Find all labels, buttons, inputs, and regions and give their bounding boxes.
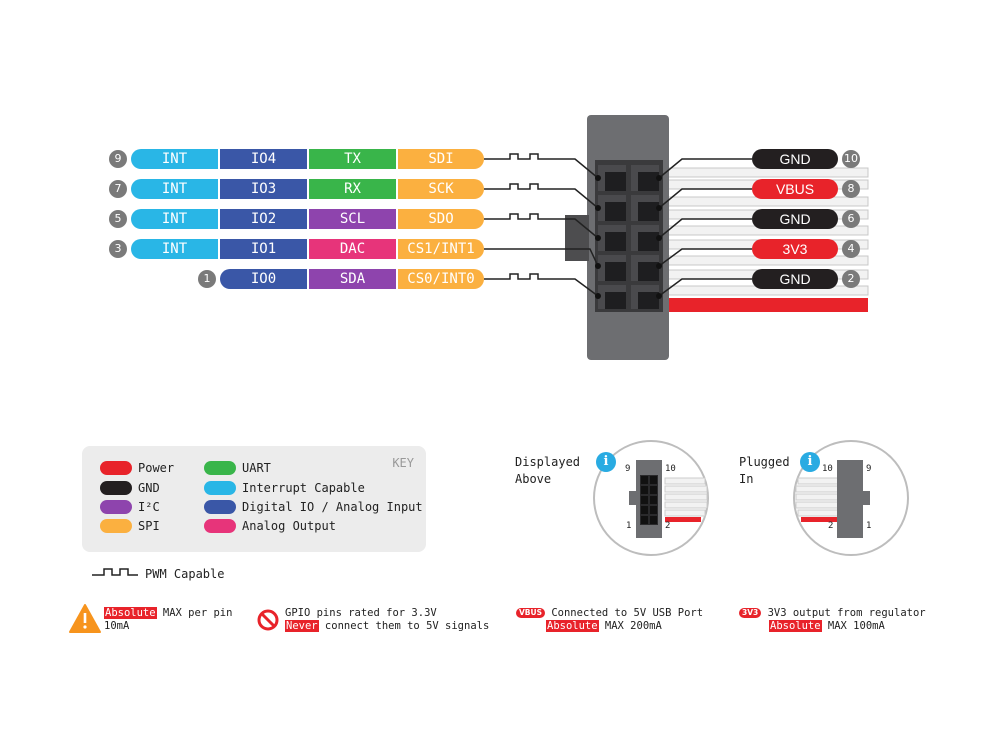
key-label: Analog Output	[242, 519, 336, 533]
key-swatch-power	[100, 461, 132, 475]
absolute-highlight: Absolute	[769, 620, 822, 632]
pin-label-spi: CS0/INT0	[398, 269, 484, 289]
pin-label-gnd: GND	[752, 149, 838, 169]
pin-label-int: INT	[131, 239, 218, 259]
note-text: connect them to 5V signals	[318, 620, 490, 632]
key-swatch-spi	[100, 519, 132, 533]
pin-label-io: IO1	[220, 239, 307, 259]
left-leader-lines	[484, 153, 599, 297]
pin-number-badge: 2	[842, 270, 860, 288]
key-swatch-interrupt	[204, 481, 236, 495]
pin-label-io: IO2	[220, 209, 307, 229]
key-label: Interrupt Capable	[242, 481, 365, 495]
key-label: Digital IO / Analog Input	[242, 500, 423, 514]
key-swatch-i2c	[100, 500, 132, 514]
pin-number-badge: 10	[842, 150, 860, 168]
socket-bevels	[598, 165, 659, 309]
pin-number-badge: 3	[109, 240, 127, 258]
displayed-title-line2: Above	[515, 472, 552, 486]
pin-label-int: INT	[131, 149, 218, 169]
absolute-highlight: Absolute	[546, 620, 599, 632]
note-gpio-voltage: GPIO pins rated for 3.3V Never connect t…	[285, 607, 489, 633]
key-label: Power	[138, 461, 175, 475]
pin-number-badge: 6	[842, 210, 860, 228]
pwm-wave-icon	[92, 568, 138, 576]
pin-label-1: 1	[866, 521, 872, 531]
pin-label-1: 1	[626, 521, 632, 531]
pin-label-dac: DAC	[309, 239, 396, 259]
note-3v3: 3V3 3V3 output from regulator Absolute M…	[739, 607, 926, 633]
connector-key-tab	[565, 215, 589, 261]
pin-number-badge: 8	[842, 180, 860, 198]
key-swatch-digital-io	[204, 500, 236, 514]
pin-label-uart: TX	[309, 149, 396, 169]
pin-label-io: IO0	[220, 269, 307, 289]
pin-label-3v3: 3V3	[752, 239, 838, 259]
never-highlight: Never	[285, 620, 319, 632]
pin-label-gnd: GND	[752, 209, 838, 229]
prohibited-icon	[257, 609, 279, 631]
key-label: GND	[138, 481, 160, 495]
pin-label-2: 2	[828, 521, 834, 531]
pin-label-io: IO4	[220, 149, 307, 169]
absolute-highlight: Absolute	[104, 607, 157, 619]
note-text: MAX 100mA	[821, 620, 885, 632]
note-text: MAX per pin	[156, 607, 233, 619]
pin-label-int: INT	[131, 179, 218, 199]
displayed-title-line1: Displayed	[515, 455, 581, 469]
key-swatch-gnd	[100, 481, 132, 495]
pin-number-badge: 9	[109, 150, 127, 168]
key-label: UART	[242, 461, 271, 475]
note-text: 10mA	[104, 620, 130, 632]
pin-label-spi: CS1/INT1	[398, 239, 484, 259]
pin-label-gnd: GND	[752, 269, 838, 289]
note-text: MAX 200mA	[598, 620, 662, 632]
pin-label-spi: SCK	[398, 179, 484, 199]
pin-label-uart: RX	[309, 179, 396, 199]
key-label: I²C	[138, 500, 160, 514]
pin-label-2: 2	[665, 521, 671, 531]
pin-number-badge: 1	[198, 270, 216, 288]
plugged-in-illustration	[793, 440, 909, 556]
right-leader-lines	[658, 158, 752, 297]
pin-label-spi: SDO	[398, 209, 484, 229]
key-label: SPI	[138, 519, 160, 533]
key-title: KEY	[392, 456, 414, 470]
pin-label-io: IO3	[220, 179, 307, 199]
pwm-label: PWM Capable	[145, 567, 225, 581]
pin-number-badge: 5	[109, 210, 127, 228]
pin-label-vbus: VBUS	[752, 179, 838, 199]
note-text: Connected to 5V USB Port	[545, 607, 704, 619]
pin-label-10: 10	[822, 464, 833, 474]
pin-label-10: 10	[665, 464, 676, 474]
info-icon: i	[800, 452, 820, 472]
pin-number-badge: 4	[842, 240, 860, 258]
info-icon: i	[596, 452, 616, 472]
vbus-badge: VBUS	[516, 608, 546, 618]
key-legend: KEY Power GND I²C SPI UART Interrupt Cap…	[82, 446, 426, 552]
note-vbus: VBUS Connected to 5V USB Port Absolute M…	[516, 607, 703, 633]
pin-label-9: 9	[866, 464, 872, 474]
plugged-title-line1: Plugged	[739, 455, 790, 469]
pin-label-spi: SDI	[398, 149, 484, 169]
3v3-badge: 3V3	[739, 608, 762, 618]
pin-number-badge: 7	[109, 180, 127, 198]
pin-label-i2c: SDA	[309, 269, 396, 289]
pin-label-int: INT	[131, 209, 218, 229]
note-text: GPIO pins rated for 3.3V	[285, 607, 437, 619]
pin-label-i2c: SCL	[309, 209, 396, 229]
key-swatch-analog-output	[204, 519, 236, 533]
key-swatch-uart	[204, 461, 236, 475]
pin-label-9: 9	[625, 464, 631, 474]
right-pin-dots	[656, 175, 662, 299]
plugged-title-line2: In	[739, 472, 754, 486]
note-max-per-pin: Absolute MAX per pin 10mA	[104, 607, 232, 633]
note-text: 3V3 output from regulator	[761, 607, 926, 619]
displayed-above-illustration	[593, 440, 709, 556]
left-pin-dots	[595, 175, 601, 299]
warning-icon	[69, 604, 101, 633]
